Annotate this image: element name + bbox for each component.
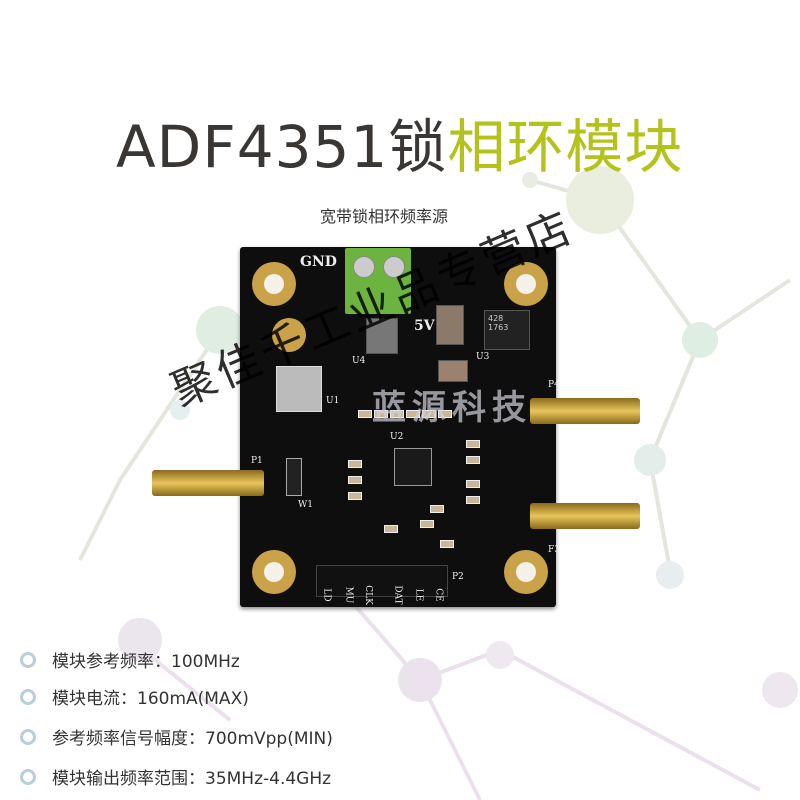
u1-label: U1 <box>326 396 340 406</box>
capacitor <box>436 305 464 345</box>
pin-header[interactable] <box>316 565 448 597</box>
mounting-hole <box>504 550 548 594</box>
product-title: ADF4351锁相环模块 <box>116 112 683 182</box>
adf4351-chip <box>394 448 432 486</box>
pin-label: CE <box>433 588 444 602</box>
pin-label: CLK <box>362 585 373 605</box>
balun-transformer <box>366 318 398 354</box>
power-terminal <box>345 248 411 314</box>
subtitle: 宽带锁相环频率源 <box>320 207 449 226</box>
u4-label: U4 <box>352 356 366 366</box>
pin-label: DAT <box>392 585 403 605</box>
p2-label: P2 <box>452 572 464 582</box>
regulator-chip: 428 1763 <box>484 310 530 350</box>
sma-connector-ref-in[interactable] <box>152 470 264 496</box>
mounting-hole <box>252 550 296 594</box>
molecule-node <box>566 166 634 234</box>
u3-label: U3 <box>476 352 490 362</box>
title-part2: 相环模块 <box>447 113 684 181</box>
feature-text: 模块参考频率：100MHz <box>52 652 240 672</box>
title-part1: 锁 <box>388 113 448 181</box>
gnd-label: GND <box>300 254 337 270</box>
circle-bullet-icon <box>20 769 36 785</box>
pin-label: LE <box>413 588 424 602</box>
capacitor <box>438 360 468 382</box>
p3-label: F3 <box>548 545 560 555</box>
feature-text: 模块输出频率范围：35MHz-4.4GHz <box>52 769 332 789</box>
sma-connector-rf-out-a[interactable] <box>530 398 640 424</box>
u2-label: U2 <box>390 432 404 442</box>
feature-text: 模块电流：160mA(MAX) <box>52 689 249 709</box>
mounting-hole <box>252 262 296 306</box>
feature-item: 参考频率信号幅度：700mVpp(MIN) <box>20 724 333 749</box>
title-model: ADF4351 <box>116 113 389 181</box>
pin-label: LD <box>321 588 332 602</box>
mounting-hole <box>504 262 548 306</box>
feature-item: 模块参考频率：100MHz <box>20 647 240 672</box>
jumper <box>286 458 302 496</box>
antenna-pad <box>272 318 306 352</box>
crystal-oscillator <box>276 366 322 412</box>
feature-item: 模块输出频率范围：35MHz-4.4GHz <box>20 764 331 789</box>
brand-watermark: 蓝源科技 <box>372 388 532 428</box>
sma-connector-rf-out-b[interactable] <box>530 503 640 529</box>
p1-label: P1 <box>251 456 263 466</box>
5v-label: 5V <box>414 318 435 334</box>
feature-text: 参考频率信号幅度：700mVpp(MIN) <box>52 729 333 749</box>
p4-label: P4 <box>548 380 560 390</box>
circle-bullet-icon <box>20 689 36 705</box>
pin-label: MU <box>343 586 354 604</box>
circle-bullet-icon <box>20 652 36 668</box>
feature-item: 模块电流：160mA(MAX) <box>20 684 249 709</box>
w1-label: W1 <box>298 500 313 510</box>
circle-bullet-icon <box>20 729 36 745</box>
